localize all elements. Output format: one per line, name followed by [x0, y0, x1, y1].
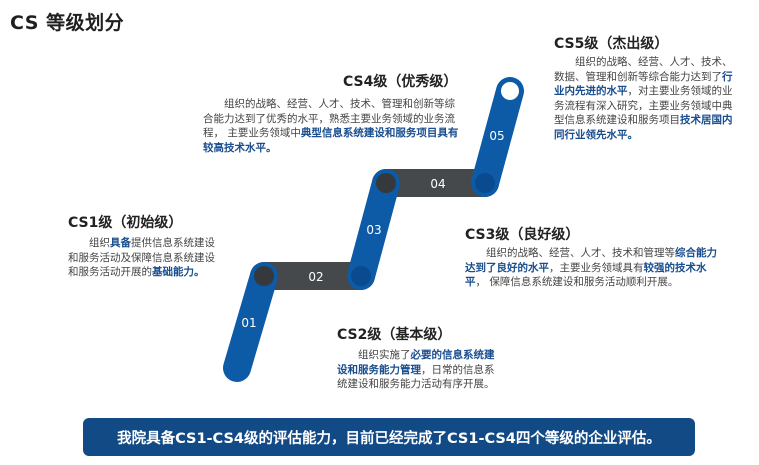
highlighted-text: 基础能力。 — [152, 266, 205, 278]
step-number-01: 01 — [241, 316, 256, 330]
highlighted-text: 具备 — [110, 237, 131, 249]
step-number-04: 04 — [430, 177, 445, 191]
cs5-description: 组织的战略、经营、人才、技术、数据、管理和创新等综合能力达到了行业内先进的水平，… — [554, 55, 734, 142]
cs4-title: CS4级（优秀级） — [343, 74, 458, 90]
cs5-title: CS5级（杰出级） — [554, 36, 669, 52]
description-text: ，对主要业务领域的业务流程有深入研究，主要业务领域中典型信息系统建设和服务项目 — [554, 85, 733, 126]
highlighted-text: 技术居国内同行业领先水平。 — [554, 114, 733, 141]
top-ring — [497, 78, 523, 104]
step-segment-03 — [347, 169, 400, 290]
joint-dot — [351, 266, 371, 286]
joint-dot — [376, 173, 396, 193]
description-text: 组织实施了 — [358, 349, 411, 361]
highlighted-text: 综合能力达到了良好的水平 — [465, 247, 717, 274]
description-text: 组织的战略、经营、人才、技术、管理和创新等综合能力达到了优秀的水平，熟悉主要业务… — [203, 98, 455, 139]
highlighted-text: 必要的信息系统建设和服务能力管理 — [337, 349, 495, 376]
highlighted-text: 行业内先进的水平 — [554, 70, 733, 98]
step-segment-01 — [223, 262, 278, 382]
description-text: ，日常的信息系统建设和服务能力活动有序开展。 — [337, 363, 495, 391]
highlighted-text: 较强的技术水平 — [465, 261, 707, 289]
description-text: 组织的战略、经营、人才、技术、数据、管理和创新等综合能力达到了 — [554, 56, 733, 83]
description-text: 提供信息系统建设和服务活动及保障信息系统建设和服务活动开展的 — [68, 237, 215, 278]
highlighted-text: 典型信息系统建设和服务项目具有较高技术水平。 — [203, 127, 459, 154]
step-number-05: 05 — [489, 129, 504, 143]
description-text: ， 保障信息系统建设和服务活动顺利开展。 — [475, 276, 679, 288]
joint-dot — [254, 266, 274, 286]
step-number-02: 02 — [308, 270, 323, 284]
description-text: 组织 — [89, 237, 110, 249]
cs4-description: 组织的战略、经营、人才、技术、管理和创新等综合能力达到了优秀的水平，熟悉主要业务… — [203, 97, 465, 155]
step-segment-05 — [471, 77, 524, 197]
cs3-description: 组织的战略、经营、人才、技术和管理等综合能力达到了良好的水平，主要业务领域具有较… — [465, 246, 717, 290]
cs3-title: CS3级（良好级） — [465, 227, 580, 243]
cs2-title: CS2级（基本级） — [337, 327, 452, 343]
page-title: CS 等级划分 — [10, 12, 125, 34]
cs1-description: 组织具备提供信息系统建设和服务活动及保障信息系统建设和服务活动开展的基础能力。 — [68, 236, 224, 280]
joint-dot — [475, 173, 495, 193]
cs2-description: 组织实施了必要的信息系统建设和服务能力管理，日常的信息系统建设和服务能力活动有序… — [337, 348, 495, 392]
summary-banner: 我院具备CS1-CS4级的评估能力，目前已经完成了CS1-CS4四个等级的企业评… — [83, 418, 695, 456]
description-text: 组织的战略、经营、人才、技术和管理等 — [486, 247, 675, 259]
step-number-03: 03 — [366, 223, 381, 237]
description-text: ，主要业务领域具有 — [549, 261, 644, 274]
cs1-title: CS1级（初始级） — [68, 215, 183, 231]
